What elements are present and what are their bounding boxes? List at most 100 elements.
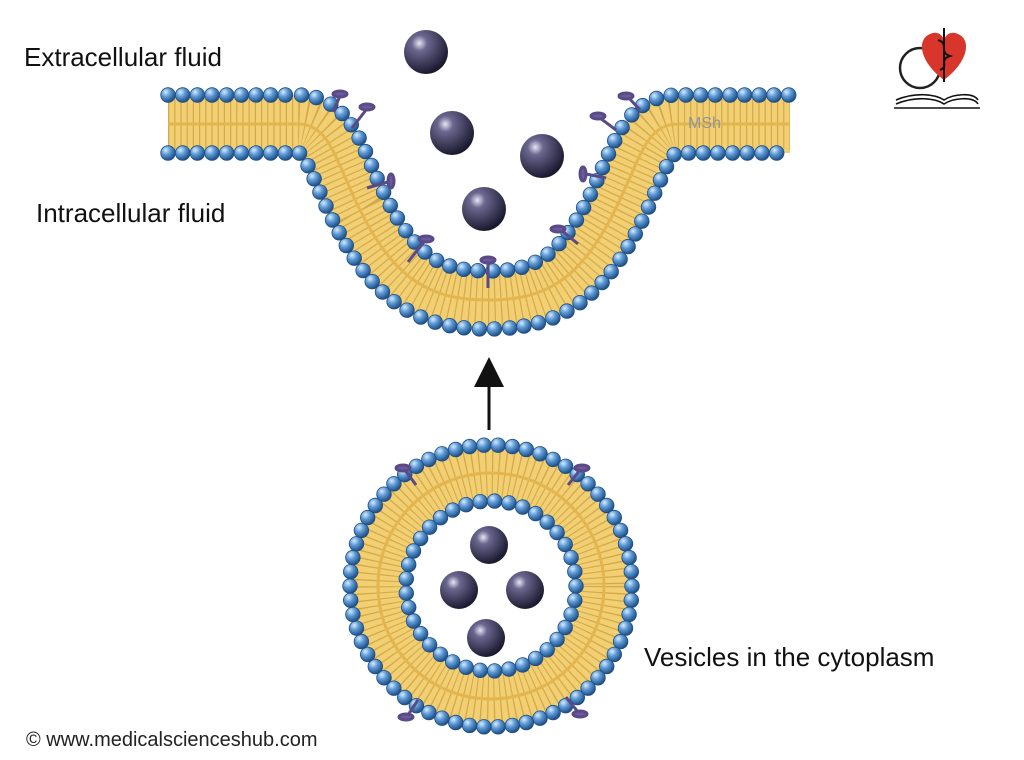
phospholipid-head [527,650,544,667]
copyright-text: © www.medicalscienceshub.com [26,729,318,751]
phospholipid-head [527,254,544,270]
phospholipid-head [545,704,561,721]
phospholipid-head [559,303,575,319]
phospholipid-head [490,719,506,735]
intracellular-fluid-label: Intracellular fluid [36,198,226,228]
watermark-text: MSh [688,115,721,132]
phospholipid-head [277,145,294,161]
phospholipid-head [710,145,726,161]
phospholipid-head [353,633,370,650]
phospholipid-head [343,117,360,133]
phospholipid-head [345,549,361,566]
phospholipid-head [502,320,518,336]
phospholipid-head [658,158,675,175]
phospholipid-head [363,157,380,174]
phospholipid-head [472,662,488,679]
phospholipid-head [501,661,517,677]
phospholipid-head [551,235,567,252]
phospholipid-head [174,87,191,103]
phospholipid-head [549,631,565,648]
phospholipid-head [575,199,592,216]
phospholipid-head [680,145,697,161]
phospholipid-head [624,578,640,594]
phospholipid-head [348,536,365,552]
phospholipid-head [300,157,316,174]
phospholipid-head [634,213,650,229]
phospholipid-head [277,87,294,103]
phospholipid-head [331,225,347,241]
phospholipid-head [563,550,579,566]
phospholipid-head [486,321,503,337]
phospholipid-head [590,486,606,502]
vesicle-center-line [376,471,606,701]
phospholipid-head [599,497,615,514]
phospholipid-head [623,564,640,580]
phospholipid-head [386,294,402,310]
phospholipid-head [204,87,220,103]
phospholipid-head [445,654,461,670]
phospholipid-head [398,571,415,587]
phospholipid-head [248,145,264,161]
phospholipid-head [421,704,437,721]
phospholipid-head [442,258,458,274]
phospholipid-head [461,717,478,734]
phospholipid-head [174,145,191,161]
phospholipid-head [518,714,535,731]
phospholipid-head [567,592,583,609]
phospholipid-head [620,238,636,255]
phospholipid-head [399,302,415,318]
receptor [350,102,376,129]
phospholipid-head [398,585,415,601]
phospholipid-head [590,670,606,686]
membrane-center-line [168,122,790,302]
phospholipid-head [532,446,548,462]
phospholipid-head [582,186,599,203]
phospholipid-head [470,263,486,279]
receptor [549,224,579,246]
vesicle-inner-heads [398,493,584,679]
phospholipid-head [663,87,679,104]
phospholipid-head [539,514,555,530]
ligand-molecule [462,187,506,231]
phospholipid-head [624,107,640,123]
phospholipid-head [532,710,548,726]
phospholipid-head [338,237,355,254]
phospholipid-head [342,578,358,594]
phospholipid-head [695,145,712,161]
phospholipid-head [357,143,374,160]
ligand-molecule [404,30,448,74]
phospholipid-head [621,606,637,623]
phospholipid-head [448,714,464,731]
phospholipid-head [456,320,472,336]
phospholipid-head [527,505,544,522]
phospholipid-head [248,87,264,103]
phospholipid-head [739,145,756,161]
phospholipid-head [567,563,583,580]
phospholipid-head [640,199,657,215]
phospholipid-head [401,599,417,616]
phospholipid-head [189,87,206,103]
phospholipid-head [514,259,530,276]
phospholipid-head [476,437,492,453]
receptor [564,696,589,719]
phospholipid-head [293,87,310,103]
phospholipid-head [594,159,611,176]
phospholipid-head [389,210,406,226]
phospholipid-head [623,592,640,609]
phospholipid-head [606,509,623,526]
phospholipid-head [421,451,437,468]
phospholipid-head [707,87,724,103]
logo-caduceus-icon [937,28,954,82]
phospholipid-head [580,680,596,696]
phospholipid-head [427,314,443,330]
phospholipid-head [291,145,308,161]
phospholipid-head [751,87,768,103]
phospholipid-head [580,476,596,492]
phospholipid-head [160,145,176,161]
phospholipid-head [515,499,531,515]
phospholipid-head [374,284,391,300]
phospholipid-head [434,446,450,462]
phospholipid-head [678,87,694,103]
phospholipid-head [412,625,429,642]
phospholipid-head [382,197,399,214]
